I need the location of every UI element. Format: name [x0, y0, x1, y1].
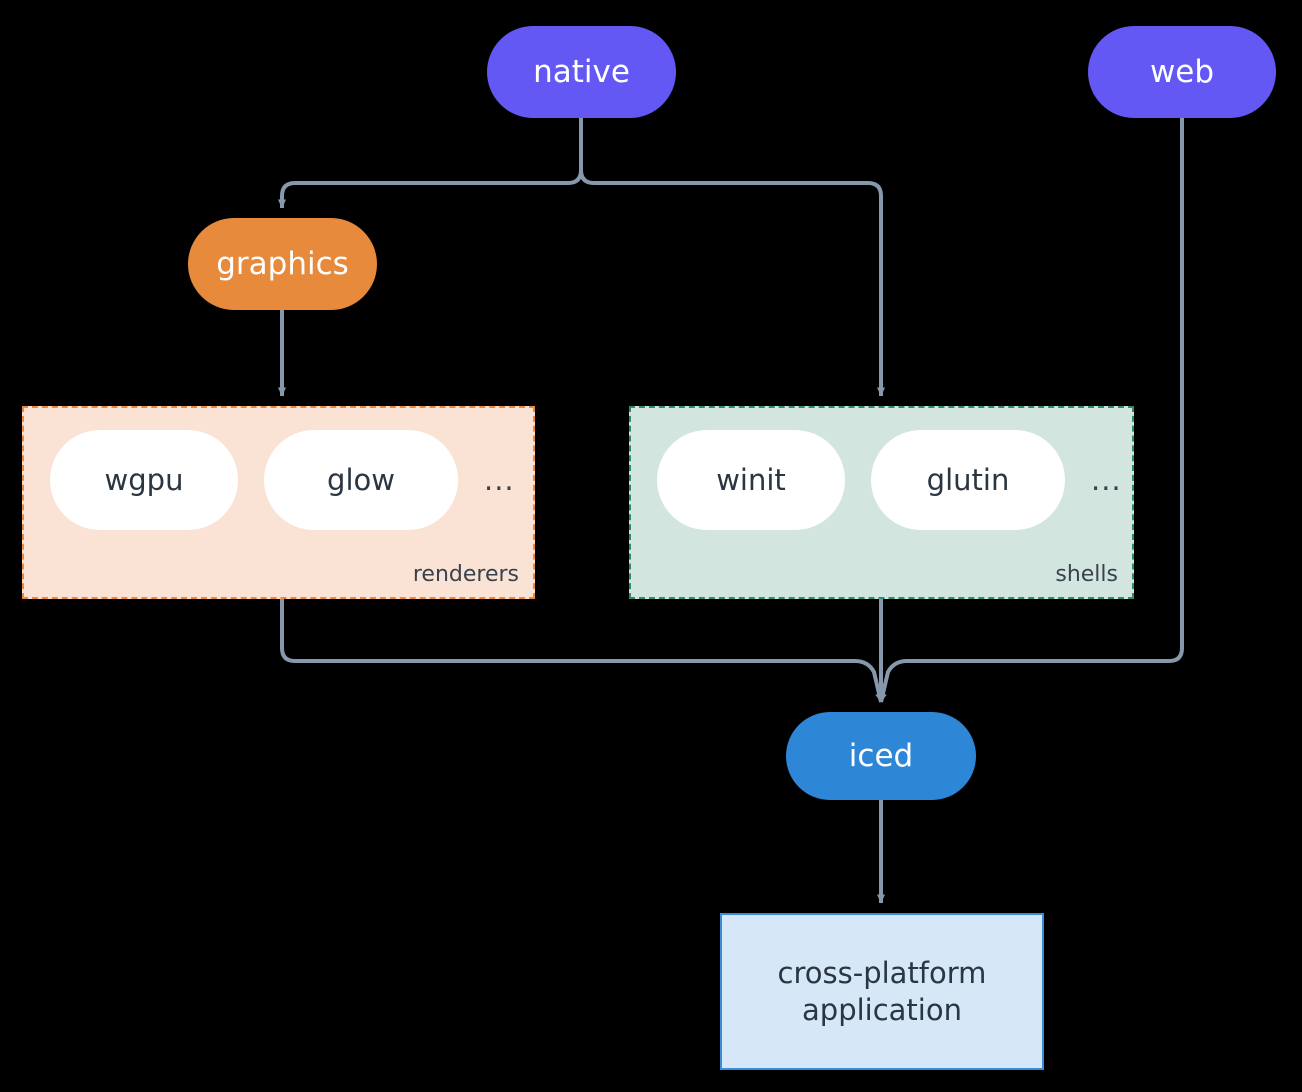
node-native-label: native	[533, 53, 630, 90]
renderers-ellipsis: ...	[484, 463, 515, 497]
shells-chip-row: winit glutin ...	[657, 430, 1122, 530]
group-shells: winit glutin ... shells	[629, 406, 1134, 599]
chip-winit-label: winit	[716, 463, 786, 497]
group-shells-label: shells	[1055, 562, 1118, 587]
group-renderers: wgpu glow ... renderers	[22, 406, 535, 599]
node-iced[interactable]: iced	[786, 712, 976, 800]
chip-wgpu-label: wgpu	[104, 463, 184, 497]
shells-ellipsis: ...	[1091, 463, 1122, 497]
edge-renderers-to-iced	[280, 599, 883, 703]
node-web[interactable]: web	[1088, 26, 1276, 118]
node-native[interactable]: native	[487, 26, 676, 118]
node-graphics[interactable]: graphics	[188, 218, 377, 310]
application-label-line2: application	[802, 992, 962, 1027]
edge-native-to-shells	[579, 169, 885, 397]
renderers-chip-row: wgpu glow ...	[50, 430, 515, 530]
application-label-line1: cross-platform	[777, 956, 987, 991]
node-graphics-label: graphics	[216, 245, 349, 282]
node-cross-platform-application[interactable]: cross-platform application	[720, 913, 1044, 1070]
chip-glow-label: glow	[327, 463, 395, 497]
chip-wgpu[interactable]: wgpu	[50, 430, 238, 530]
chip-glow[interactable]: glow	[264, 430, 458, 530]
edge-native-to-graphics	[278, 169, 583, 209]
group-renderers-label: renderers	[412, 562, 519, 587]
chip-glutin[interactable]: glutin	[871, 430, 1065, 530]
node-iced-label: iced	[848, 737, 914, 774]
chip-glutin-label: glutin	[926, 463, 1010, 497]
chip-winit[interactable]: winit	[657, 430, 845, 530]
node-web-label: web	[1149, 53, 1215, 90]
